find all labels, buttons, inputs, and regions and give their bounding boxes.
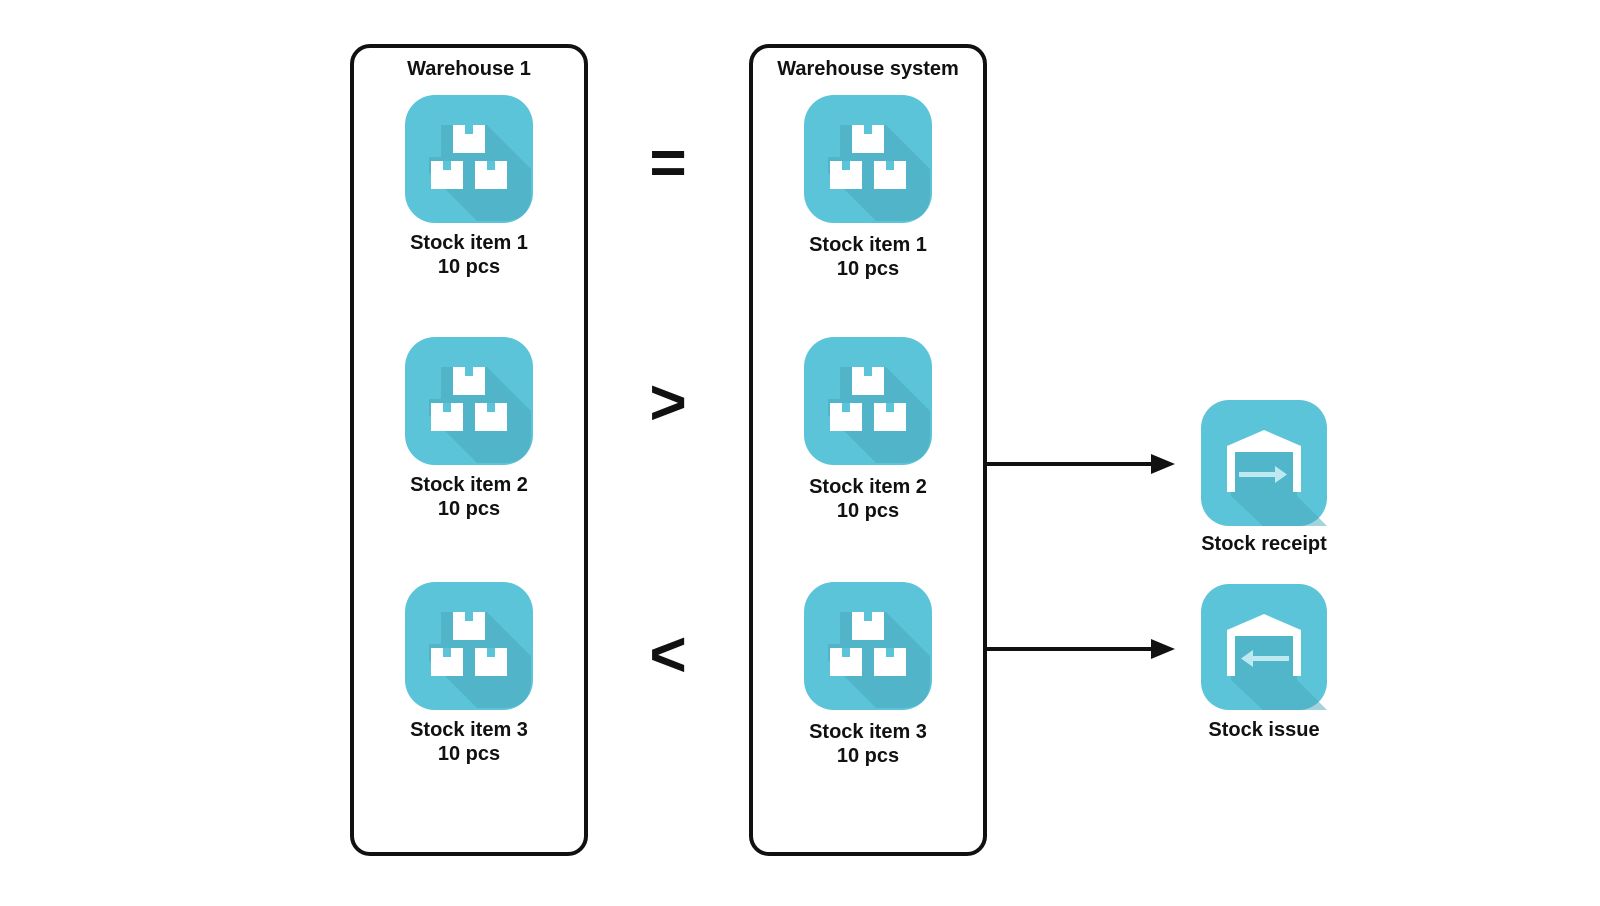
boxes-icon [804, 582, 932, 710]
warehouse-panel-title: Warehouse 1 [407, 58, 531, 80]
boxes-icon [405, 95, 533, 223]
receipt-arrow [985, 454, 1175, 474]
system-stock-item-3: Stock item 3 10 pcs [768, 582, 968, 768]
warehouse-system-panel: Warehouse system [749, 44, 987, 856]
stock-item-name: Stock item 1 [809, 234, 927, 256]
stock-item-qty: 10 pcs [836, 745, 900, 767]
warehouse-arrow-in-icon [1201, 400, 1327, 526]
stock-item-qty: 10 pcs [836, 500, 900, 522]
stock-item-qty: 10 pcs [437, 743, 501, 765]
stock-item-name: Stock item 2 [410, 474, 528, 496]
stock-issue-label: Stock issue [1208, 719, 1320, 741]
stock-item-name: Stock item 3 [809, 721, 927, 743]
greater-than-symbol: > [649, 366, 687, 438]
warehouse-stock-item-1: Stock item 1 10 pcs [369, 95, 569, 279]
stock-receipt: Stock receipt [1174, 400, 1354, 556]
boxes-icon [804, 337, 932, 465]
warehouse-arrow-out-icon [1201, 584, 1327, 710]
boxes-icon [804, 95, 932, 223]
stock-item-qty: 10 pcs [437, 256, 501, 278]
system-stock-item-2: Stock item 2 10 pcs [768, 337, 968, 523]
stock-item-name: Stock item 3 [410, 719, 528, 741]
stock-item-name: Stock item 2 [809, 476, 927, 498]
system-stock-item-1: Stock item 1 10 pcs [768, 95, 968, 281]
less-than-symbol: < [649, 618, 687, 690]
stock-item-qty: 10 pcs [836, 258, 900, 280]
issue-arrow [985, 639, 1175, 659]
stock-item-name: Stock item 1 [410, 232, 528, 254]
stock-issue: Stock issue [1174, 584, 1354, 742]
boxes-icon [405, 337, 533, 465]
warehouse-system-panel-title: Warehouse system [777, 58, 959, 80]
boxes-icon [405, 582, 533, 710]
stock-item-qty: 10 pcs [437, 498, 501, 520]
warehouse-stock-item-3: Stock item 3 10 pcs [369, 582, 569, 766]
stock-receipt-label: Stock receipt [1201, 533, 1327, 555]
warehouse-stock-item-2: Stock item 2 10 pcs [369, 337, 569, 521]
equals-symbol: = [649, 126, 687, 198]
